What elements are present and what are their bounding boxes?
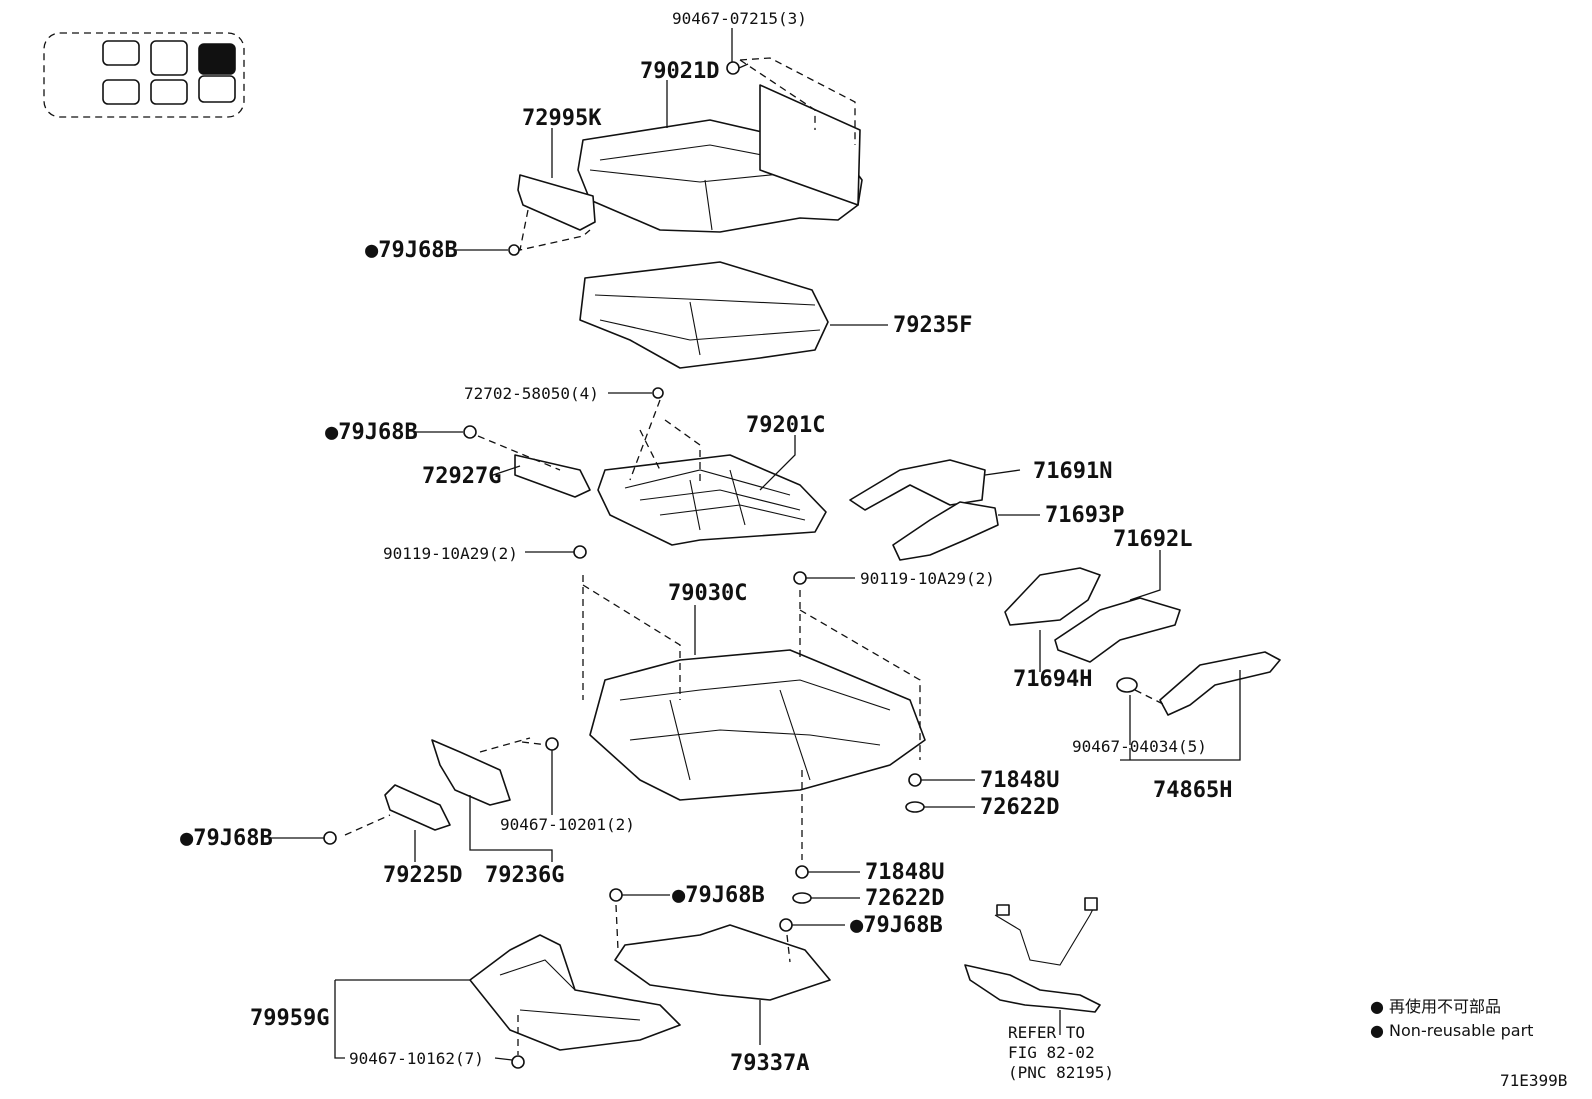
harness-shape (964, 897, 1101, 1013)
part-71693P-shape (892, 501, 999, 561)
locator-seat-4 (102, 79, 140, 105)
label-90467-07215: 90467-07215(3) (672, 9, 807, 28)
label-72927G: 72927G (422, 464, 501, 489)
part-71691N-shape (849, 459, 986, 511)
clip-71848U-2 (795, 865, 809, 879)
label-71693P: 71693P (1045, 503, 1124, 528)
part-79021D-shape (577, 57, 863, 233)
label-79J68B-5: ●79J68B (850, 913, 943, 938)
part-79337A-shape (609, 888, 831, 1001)
part-79236G-shape (431, 737, 559, 806)
part-79201C-shape (597, 399, 827, 546)
locator-seat-5 (150, 79, 188, 105)
refer-line-2: FIG 82-02 (1008, 1043, 1095, 1062)
label-79030C: 79030C (668, 581, 747, 606)
washer-72622D-1 (905, 801, 925, 813)
label-79021D: 79021D (640, 59, 719, 84)
label-71848U-2: 71848U (865, 860, 944, 885)
label-72622D-1: 72622D (980, 795, 1059, 820)
label-74865H: 74865H (1153, 778, 1232, 803)
part-72995K-shape (508, 174, 596, 256)
label-79J68B-4: ●79J68B (672, 883, 765, 908)
seat-locator (43, 32, 245, 118)
locator-frame (43, 32, 245, 118)
refer-line-1: REFER TO (1008, 1023, 1085, 1042)
part-72927G-shape (463, 425, 591, 498)
label-71692L: 71692L (1113, 527, 1192, 552)
label-79225D: 79225D (383, 863, 462, 888)
part-71692L-shape (1054, 597, 1181, 663)
legend-line-english: ● Non-reusable part (1370, 1021, 1533, 1040)
part-79030C-shape (582, 575, 926, 860)
locator-seat-highlighted (198, 43, 236, 75)
locator-seat-2 (150, 40, 188, 76)
label-90467-04034: 90467-04034(5) (1072, 737, 1207, 756)
label-90467-10162: 90467-10162(7) (349, 1049, 484, 1068)
label-90119-left: 90119-10A29(2) (383, 544, 518, 563)
label-79337A: 79337A (730, 1051, 809, 1076)
label-79J68B-3: ●79J68B (180, 826, 273, 851)
label-79J68B-1: ●79J68B (365, 238, 458, 263)
locator-seat-1 (102, 40, 140, 66)
screw-90467-07215 (726, 61, 749, 75)
label-71694H: 71694H (1013, 667, 1092, 692)
label-79201C: 79201C (746, 413, 825, 438)
leader-lines (270, 28, 1241, 1061)
label-72702-58050: 72702-58050(4) (464, 384, 599, 403)
part-71694H-shape (1004, 567, 1101, 626)
legend-line-japanese: ● 再使用不可部品 (1370, 997, 1501, 1016)
figure-id: 71E399B (1500, 1071, 1567, 1090)
locator-seat-6 (198, 75, 236, 103)
label-72622D-2: 72622D (865, 886, 944, 911)
legend: ● 再使用不可部品 ● Non-reusable part (1370, 997, 1533, 1040)
part-79235F-shape (579, 261, 829, 369)
label-79235F: 79235F (893, 313, 972, 338)
label-79959G: 79959G (250, 1006, 329, 1031)
label-72995K: 72995K (522, 106, 602, 131)
part-74865H-shape (1116, 651, 1281, 716)
label-71691N: 71691N (1033, 459, 1112, 484)
bolt-90119-right (793, 571, 807, 585)
clip-71848U-1 (908, 773, 922, 787)
label-79J68B-2: ●79J68B (325, 420, 418, 445)
washer-72622D-2 (792, 892, 812, 904)
part-79225D-shape (323, 784, 451, 845)
screw-72702-58050 (652, 387, 664, 399)
label-90119-right: 90119-10A29(2) (860, 569, 995, 588)
part-79959G-shape (469, 934, 681, 1069)
part-labels: 90467-07215(3) 79021D 72995K ●79J68B 792… (180, 9, 1232, 1082)
label-71848U-1: 71848U (980, 768, 1059, 793)
label-79236G: 79236G (485, 863, 564, 888)
refer-line-3: (PNC 82195) (1008, 1063, 1114, 1082)
label-90467-10201: 90467-10201(2) (500, 815, 635, 834)
bolt-90119-left (573, 545, 587, 559)
